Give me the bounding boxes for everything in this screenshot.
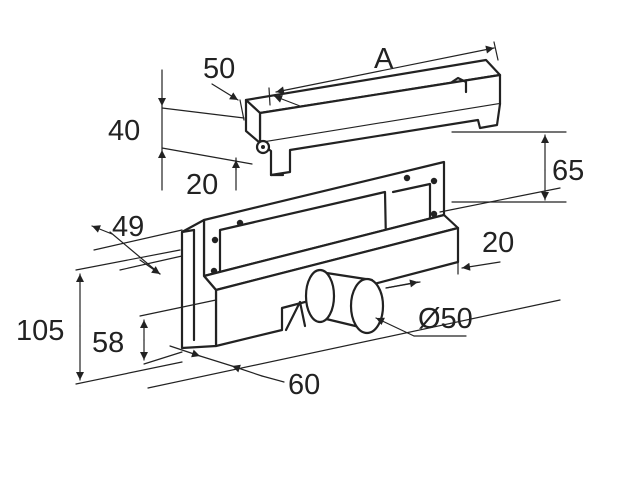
mounting-hole-icon [403, 174, 411, 182]
mounting-hole-icon [236, 219, 244, 227]
mounting-hole-icon [430, 177, 438, 185]
dim-label-outlet-diameter: Ø50 [418, 303, 473, 335]
dim-label-cover-offset: 20 [186, 169, 218, 201]
dim-label-total-height: 105 [16, 315, 64, 347]
mounting-hole-icon [211, 236, 219, 244]
dim-label-upper-height: 65 [552, 155, 584, 187]
cover-plate [244, 58, 502, 177]
mounting-hole-icon [430, 210, 438, 218]
dim-label-a: A [374, 43, 394, 75]
drain-body [180, 160, 460, 350]
dim-label-outlet-height: 58 [92, 327, 124, 359]
dim-label-body-depth: 49 [112, 211, 144, 243]
dim-label-outlet-offset: 20 [482, 227, 514, 259]
dim-label-base-depth: 60 [288, 369, 320, 401]
dimension-lines [75, 41, 567, 389]
dim-label-cover-depth: 50 [203, 53, 235, 85]
dim-label-cover-height: 40 [108, 115, 140, 147]
